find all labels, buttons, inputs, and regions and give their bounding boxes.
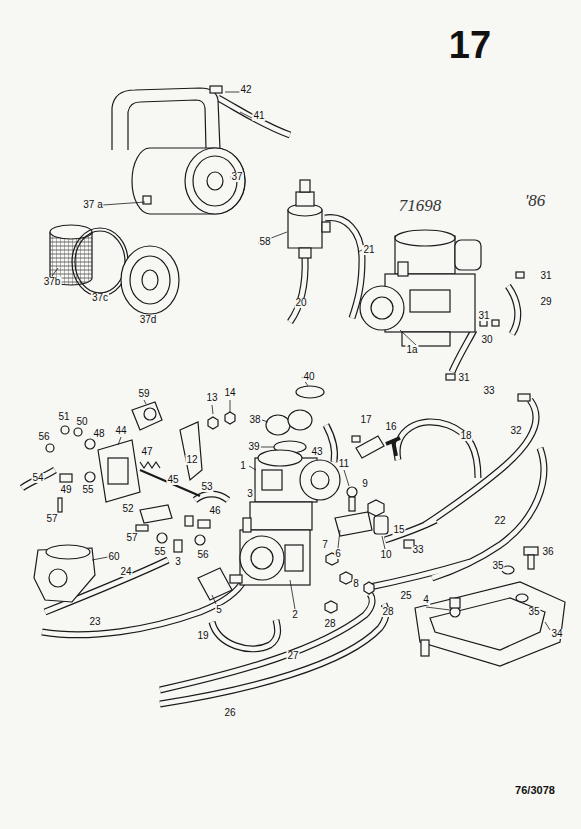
callout-number: 45 [166, 475, 179, 485]
callout-number: 6 [334, 549, 342, 559]
callout-number: 57 [45, 514, 58, 524]
callout-number: 46 [208, 506, 221, 516]
callout-number: 25 [399, 591, 412, 601]
callout-number: 20 [294, 298, 307, 308]
callout-number: 34 [550, 629, 563, 639]
callout-number: 8 [352, 579, 360, 589]
callout-number: 9 [361, 479, 369, 489]
callout-number: 28 [323, 619, 336, 629]
callout-number: 59 [137, 389, 150, 399]
callout-number: 35 [527, 607, 540, 617]
callout-number: 41 [252, 111, 265, 121]
callout-number: 14 [223, 388, 236, 398]
callout-number: 43 [310, 447, 323, 457]
callout-number: 37c [91, 293, 109, 303]
callout-number: 3 [246, 489, 254, 499]
callout-number: 1a [405, 345, 418, 355]
callout-number: 17 [359, 415, 372, 425]
callout-number: 55 [153, 547, 166, 557]
callout-number: 32 [509, 426, 522, 436]
callout-number: 37d [139, 315, 158, 325]
callout-number: 52 [121, 504, 134, 514]
callout-number: 42 [239, 85, 252, 95]
callout-number: 29 [539, 297, 552, 307]
callout-number: 40 [302, 372, 315, 382]
callout-number: 54 [31, 473, 44, 483]
callout-number: 11 [338, 459, 350, 469]
callout-number: 21 [362, 245, 375, 255]
callout-number: 35 [491, 561, 504, 571]
callout-number: 47 [140, 447, 153, 457]
callout-number: 22 [493, 516, 506, 526]
handwritten-note: 71698 [398, 197, 443, 214]
callout-number: 13 [205, 393, 218, 403]
callout-number: 28 [381, 607, 394, 617]
callout-number: 18 [459, 431, 472, 441]
callout-number: 31 [477, 311, 490, 321]
callout-number: 50 [75, 417, 88, 427]
callout-number: 37 [230, 172, 243, 182]
callout-number: 33 [482, 386, 495, 396]
callout-number: 27 [286, 651, 299, 661]
callout-number: 30 [480, 335, 493, 345]
callout-number: 38 [248, 415, 261, 425]
callout-number: 26 [223, 708, 236, 718]
callout-number: 4 [422, 595, 430, 605]
callout-number: 31 [539, 271, 552, 281]
callout-number: 16 [384, 422, 397, 432]
callout-number: 1 [239, 461, 247, 471]
callout-number: 37 a [82, 200, 103, 210]
callout-number: 58 [258, 237, 271, 247]
handwritten-note: '86 [524, 192, 547, 209]
callout-number: 23 [88, 617, 101, 627]
callout-number: 56 [37, 432, 50, 442]
callout-number: 49 [59, 485, 72, 495]
callout-number: 2 [291, 610, 299, 620]
callout-number: 56 [196, 550, 209, 560]
callout-number: 48 [92, 429, 105, 439]
callout-number: 33 [411, 545, 424, 555]
callout-number: 57 [125, 533, 138, 543]
callout-number: 10 [379, 550, 392, 560]
callout-number: 24 [119, 567, 132, 577]
callout-number: 55 [81, 485, 94, 495]
callout-number: 5 [215, 605, 223, 615]
callout-number: 19 [196, 631, 209, 641]
callout-number: 7 [321, 540, 329, 550]
callout-number: 51 [57, 412, 70, 422]
callout-number: 15 [392, 525, 405, 535]
callout-number: 36 [541, 547, 554, 557]
callout-number: 39 [247, 442, 260, 452]
callout-number: 44 [114, 426, 127, 436]
callout-number: 31 [457, 373, 470, 383]
callout-number: 37b [43, 277, 62, 287]
callout-number: 3 [174, 557, 182, 567]
callout-number: 60 [107, 552, 120, 562]
page-number: 17 [449, 26, 491, 64]
drawing-code: 76/3078 [514, 785, 556, 796]
callout-number: 12 [185, 455, 198, 465]
callout-number: 53 [200, 482, 213, 492]
